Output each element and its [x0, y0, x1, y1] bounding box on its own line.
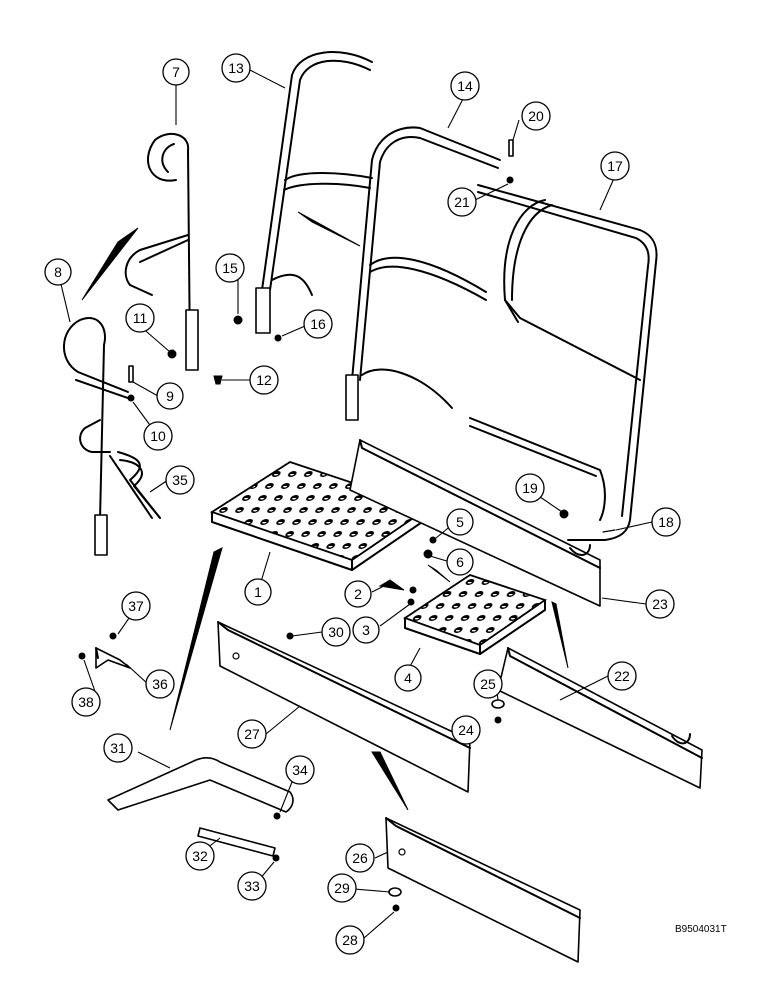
callout-18: 18	[651, 507, 681, 537]
callout-1: 1	[244, 578, 272, 606]
callout-label: 9	[166, 388, 174, 404]
callout-29: 29	[327, 873, 357, 903]
callout-label: 3	[362, 622, 370, 638]
callout-7: 7	[162, 58, 190, 86]
callout-21: 21	[447, 187, 477, 217]
callout-38: 38	[71, 687, 101, 717]
handle-part-35	[119, 459, 161, 519]
callout-label: 21	[454, 194, 470, 210]
handrail-part-17	[469, 184, 658, 541]
callout-34: 34	[285, 755, 315, 785]
callout-22: 22	[607, 661, 637, 691]
callout-6: 6	[446, 548, 474, 576]
callout-16: 16	[303, 309, 333, 339]
callout-25: 25	[473, 669, 503, 699]
callout-label: 23	[652, 596, 668, 612]
callout-30: 30	[321, 617, 351, 647]
callout-label: 29	[334, 880, 350, 896]
callout-label: 17	[607, 158, 623, 174]
bracket-part-36	[95, 647, 131, 669]
callout-label: 25	[480, 676, 496, 692]
callout-label: 20	[528, 108, 544, 124]
callout-label: 2	[354, 586, 362, 602]
handrail-part-13	[255, 51, 373, 334]
callout-23: 23	[645, 589, 675, 619]
callout-32: 32	[185, 841, 215, 871]
handrail-part-14	[345, 126, 501, 421]
callout-35: 35	[165, 465, 195, 495]
callout-label: 27	[244, 726, 260, 742]
callout-label: 22	[614, 668, 630, 684]
callout-20: 20	[521, 101, 551, 131]
callout-label: 35	[172, 472, 188, 488]
callout-14: 14	[450, 71, 480, 101]
callout-label: 10	[150, 428, 166, 444]
figure-code: B9504031T	[675, 924, 727, 935]
callout-2: 2	[344, 580, 372, 608]
callout-13: 13	[221, 53, 251, 83]
callout-label: 34	[292, 762, 308, 778]
callout-label: 8	[54, 264, 62, 280]
callout-label: 15	[222, 260, 238, 276]
side-rail-part-27	[217, 621, 471, 793]
callout-label: 4	[404, 670, 412, 686]
callout-label: 12	[256, 372, 272, 388]
callout-label: 36	[152, 676, 168, 692]
handrail-part-8	[63, 317, 161, 556]
callout-label: 14	[457, 78, 473, 94]
callout-17: 17	[600, 151, 630, 181]
hardware	[78, 139, 616, 912]
callout-label: 38	[78, 694, 94, 710]
callout-9: 9	[156, 382, 184, 410]
callout-label: 13	[228, 60, 244, 76]
callout-28: 28	[335, 925, 365, 955]
callout-10: 10	[143, 421, 173, 451]
corner-plate-part-31	[107, 757, 294, 813]
callout-label: 33	[244, 878, 260, 894]
side-rail-part-22	[497, 647, 703, 789]
callout-26: 26	[345, 843, 375, 873]
callout-label: 1	[254, 584, 262, 600]
strip-part-32	[197, 827, 276, 857]
callout-label: 37	[128, 598, 144, 614]
callout-label: 26	[352, 850, 368, 866]
side-rail-part-23	[349, 439, 601, 607]
callout-36: 36	[145, 669, 175, 699]
callout-3: 3	[352, 616, 380, 644]
callout-24: 24	[451, 715, 481, 745]
callout-27: 27	[237, 719, 267, 749]
handrail-part-7	[124, 132, 199, 371]
callout-11: 11	[125, 303, 155, 333]
callout-label: 19	[522, 480, 538, 496]
alignment-wedges	[81, 211, 569, 811]
callout-label: 7	[172, 64, 180, 80]
callout-label: 24	[458, 722, 474, 738]
callout-label: 16	[310, 316, 326, 332]
callout-5: 5	[446, 508, 474, 536]
callout-8: 8	[44, 258, 72, 286]
callout-15: 15	[215, 253, 245, 283]
side-rail-part-26	[385, 817, 581, 963]
callout-4: 4	[394, 664, 422, 692]
callout-31: 31	[103, 733, 133, 763]
callout-label: 28	[342, 932, 358, 948]
callout-label: 5	[456, 514, 464, 530]
callout-label: 30	[328, 624, 344, 640]
callout-12: 12	[249, 365, 279, 395]
callout-label: 31	[110, 740, 126, 756]
callout-19: 19	[515, 473, 545, 503]
callout-label: 6	[456, 554, 464, 570]
callout-37: 37	[121, 591, 151, 621]
callout-33: 33	[237, 871, 267, 901]
callout-label: 11	[133, 310, 148, 326]
callout-label: 32	[192, 848, 208, 864]
step-tread-part-4	[403, 574, 547, 655]
callout-label: 18	[658, 514, 674, 530]
